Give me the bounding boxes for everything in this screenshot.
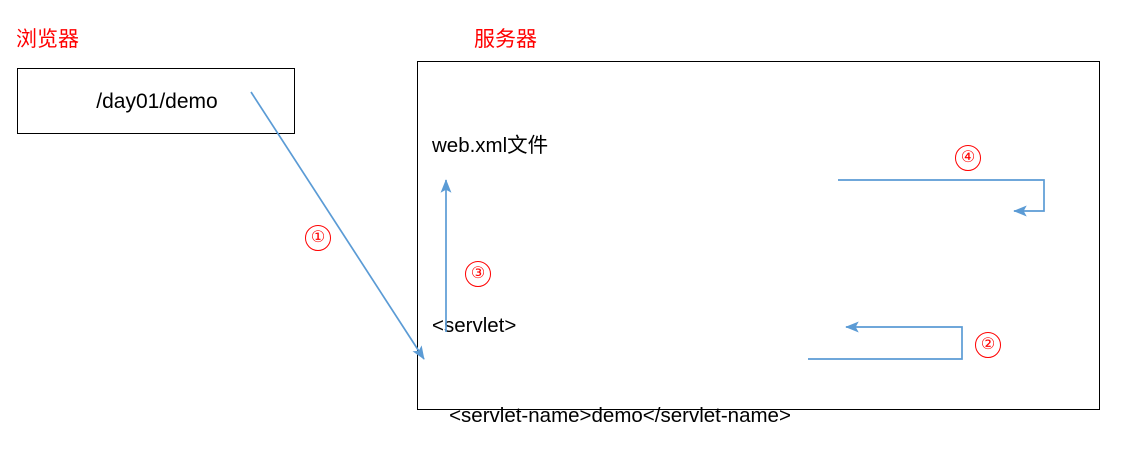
code-line: <servlet-name>demo</servlet-name> — [432, 404, 791, 427]
server-section-title: 服务器 — [474, 28, 537, 51]
browser-url-text: /day01/demo — [96, 90, 218, 113]
server-webxml-box: web.xml文件 <servlet> <servlet-name>demo</… — [417, 61, 1100, 427]
code-line: web.xml文件 — [432, 134, 549, 157]
webxml-code-block: web.xml文件 <servlet> <servlet-name>demo</… — [432, 71, 950, 461]
step-marker-4: ④ — [955, 145, 981, 171]
browser-box: /day01/demo — [17, 68, 295, 134]
step-marker-1: ① — [305, 225, 331, 251]
code-line: <servlet> — [432, 314, 517, 337]
browser-section-title: 浏览器 — [16, 28, 79, 51]
step-marker-2: ② — [975, 332, 1001, 358]
code-line-blank — [432, 221, 950, 251]
step-marker-3: ③ — [465, 261, 491, 287]
